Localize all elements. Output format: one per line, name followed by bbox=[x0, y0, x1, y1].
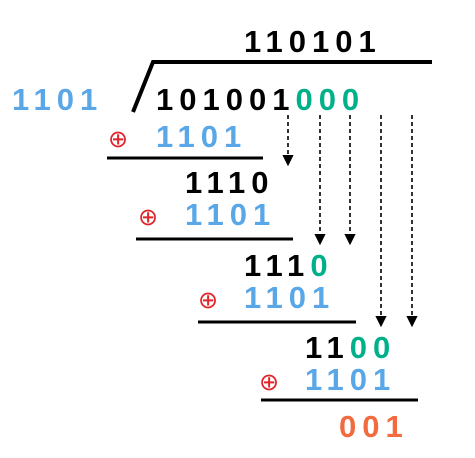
xor-icon: ⊕ bbox=[198, 286, 218, 314]
step-2-subtrahend: 1101 bbox=[185, 197, 276, 232]
xor-icon: ⊕ bbox=[259, 368, 279, 396]
dividend-bits: 101001 bbox=[156, 82, 295, 117]
step-3-subtrahend: 1101 bbox=[244, 280, 335, 315]
xor-icon: ⊕ bbox=[138, 203, 158, 231]
step-2-remainder: 1110 bbox=[185, 165, 275, 200]
padding-bits: 000 bbox=[295, 82, 365, 117]
step-4-subtrahend: 1101 bbox=[305, 362, 396, 397]
quotient: 110101 bbox=[244, 24, 382, 59]
crc-result: 001 bbox=[339, 409, 409, 444]
step-3-remainder-bits: 111 bbox=[244, 248, 310, 283]
step-1-subtrahend: 1101 bbox=[156, 119, 247, 154]
divisor: 1101 bbox=[12, 82, 103, 117]
step-3-brought-down-bit: 0 bbox=[310, 248, 333, 283]
xor-icon: ⊕ bbox=[108, 125, 128, 153]
step-4-brought-down-bits: 00 bbox=[350, 330, 396, 365]
step-3-remainder: 1110 bbox=[244, 248, 334, 283]
division-bracket bbox=[131, 60, 432, 113]
step-4-remainder: 1100 bbox=[305, 330, 396, 365]
step-4-remainder-bits: 11 bbox=[305, 330, 350, 365]
dividend: 101001000 bbox=[156, 82, 365, 117]
